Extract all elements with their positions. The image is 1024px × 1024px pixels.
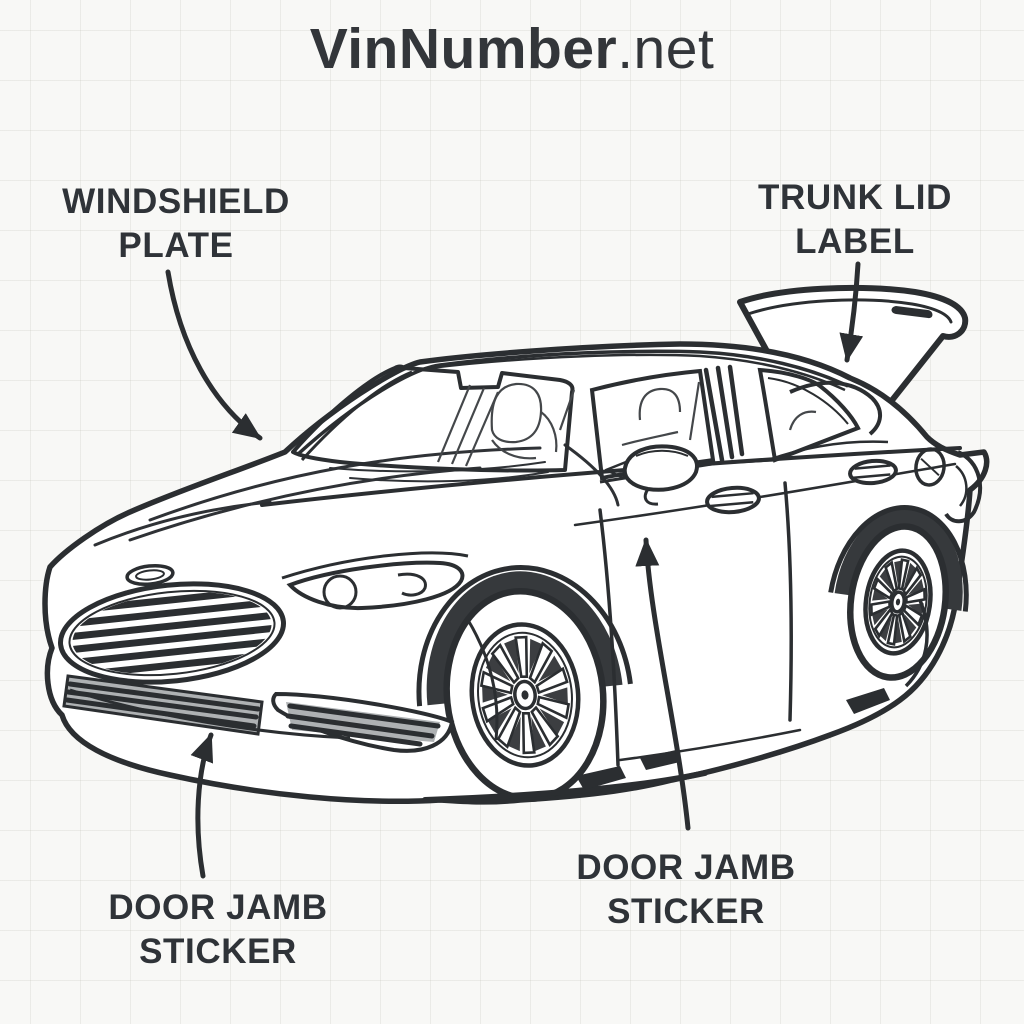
label-line: STICKER xyxy=(607,892,765,932)
label-trunk-lid: TRUNK LID LABEL xyxy=(705,176,1005,264)
fog-lamp-area xyxy=(271,691,455,753)
label-line: DOOR JAMB xyxy=(576,848,796,887)
front-door-seam xyxy=(598,508,620,767)
brand-name: VinNumber xyxy=(309,17,618,81)
door-jamb-lower-arrow xyxy=(190,732,214,879)
headlight xyxy=(281,551,469,611)
bumper-corner-crease xyxy=(466,619,499,741)
fuel-door xyxy=(914,447,946,487)
door-handle-front xyxy=(705,485,761,515)
side-mirror xyxy=(604,444,699,506)
trunk-lid-arrow xyxy=(839,261,864,363)
rear-door-seam xyxy=(783,481,793,722)
brand-emblem xyxy=(125,563,175,587)
label-line: TRUNK LID xyxy=(758,178,952,217)
quarter-window xyxy=(757,367,861,463)
underbody-shadows xyxy=(576,688,890,790)
windshield xyxy=(291,364,576,473)
wheel-arch-rear xyxy=(834,508,963,611)
label-door-jamb-lower: DOOR JAMB STICKER xyxy=(68,886,368,974)
door-handle-rear xyxy=(848,458,898,486)
label-line: LABEL xyxy=(795,222,915,262)
roof-rail xyxy=(295,349,849,462)
label-line: WINDSHIELD xyxy=(62,182,290,221)
brand-suffix: .net xyxy=(617,17,715,81)
label-door-jamb-front: DOOR JAMB STICKER xyxy=(536,846,836,934)
interior-through-glass xyxy=(436,382,576,467)
door-jamb-front-arrow xyxy=(635,537,691,831)
wheel-arch-front xyxy=(426,571,623,706)
rear-deck xyxy=(767,380,929,688)
hood-creases xyxy=(93,443,620,547)
fender-lip-rear xyxy=(828,505,969,612)
grille xyxy=(58,581,286,685)
front-wheel xyxy=(443,587,607,803)
windshield-plate-arrow xyxy=(165,269,263,441)
label-line: STICKER xyxy=(139,932,297,972)
brand-logo: VinNumber.net xyxy=(0,16,1024,82)
b-pillar xyxy=(703,364,745,463)
trunk-latch xyxy=(891,306,933,319)
bumper-crease xyxy=(69,688,351,740)
tail-lamp xyxy=(944,450,983,524)
label-line: DOOR JAMB xyxy=(108,888,328,927)
label-line: PLATE xyxy=(118,226,234,266)
rear-wheel xyxy=(847,523,949,681)
label-windshield-plate: WINDSHIELD PLATE xyxy=(26,180,326,268)
